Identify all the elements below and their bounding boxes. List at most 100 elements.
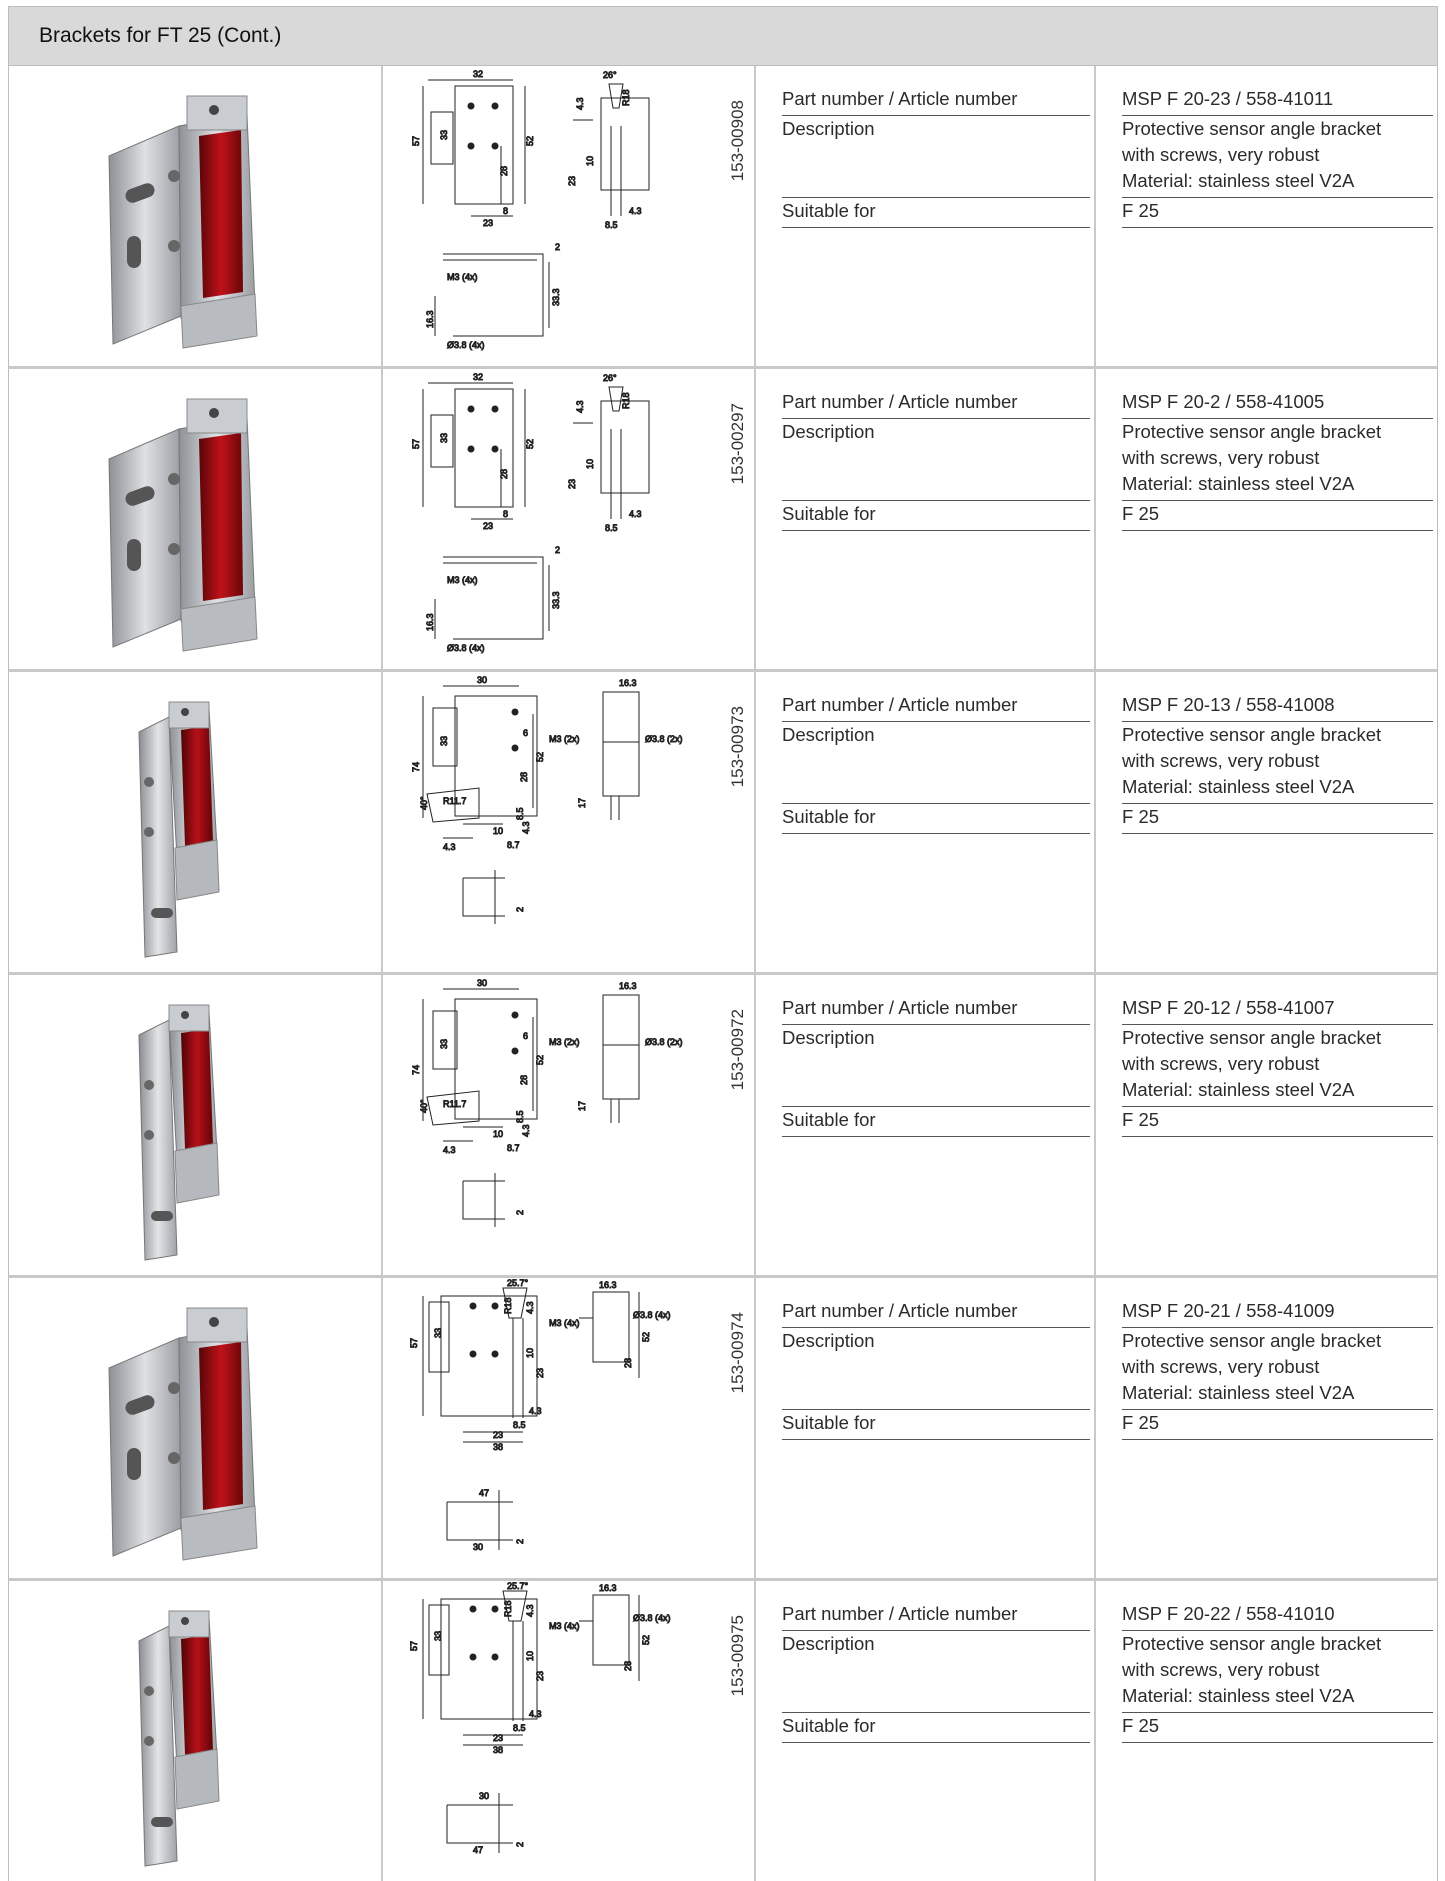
svg-text:8.5: 8.5 bbox=[513, 1723, 526, 1733]
drawing-number: 153-00973 bbox=[728, 706, 747, 788]
svg-text:33.3: 33.3 bbox=[551, 288, 561, 306]
suitable-for-value: F 25 bbox=[1122, 1410, 1433, 1440]
description-label: Description bbox=[782, 419, 1090, 501]
svg-text:4.3: 4.3 bbox=[629, 509, 642, 519]
svg-text:M3 (4x): M3 (4x) bbox=[447, 272, 478, 282]
svg-text:2: 2 bbox=[555, 545, 560, 555]
part-number-value: MSP F 20-13 / 558-41008 bbox=[1122, 692, 1433, 722]
label-cell: Part number / Article number Description… bbox=[756, 672, 1096, 972]
svg-text:Ø3.8 (4x): Ø3.8 (4x) bbox=[633, 1310, 671, 1320]
svg-text:25.7°: 25.7° bbox=[507, 1278, 529, 1288]
description-label: Description bbox=[782, 1631, 1090, 1713]
description-value: Protective sensor angle bracket with scr… bbox=[1122, 1631, 1433, 1713]
svg-text:52: 52 bbox=[641, 1332, 651, 1342]
label-cell: Part number / Article number Description… bbox=[756, 1581, 1096, 1881]
photo-cell bbox=[9, 1581, 383, 1881]
svg-text:Ø3.8 (2x): Ø3.8 (2x) bbox=[645, 734, 683, 744]
svg-text:33.3: 33.3 bbox=[551, 591, 561, 609]
value-cell: MSP F 20-23 / 558-41011 Protective senso… bbox=[1096, 66, 1437, 366]
svg-text:6: 6 bbox=[523, 728, 528, 738]
suitable-for-label: Suitable for bbox=[782, 804, 1090, 834]
part-number-value: MSP F 20-23 / 558-41011 bbox=[1122, 86, 1433, 116]
svg-text:4.3: 4.3 bbox=[521, 821, 531, 834]
svg-text:38: 38 bbox=[493, 1442, 503, 1452]
svg-text:4.3: 4.3 bbox=[575, 400, 585, 413]
svg-text:2: 2 bbox=[515, 907, 525, 912]
svg-text:10: 10 bbox=[493, 826, 503, 836]
description-line: Material: stainless steel V2A bbox=[1122, 1382, 1355, 1403]
suitable-for-value: F 25 bbox=[1122, 1107, 1433, 1137]
svg-text:28: 28 bbox=[623, 1358, 633, 1368]
svg-text:28: 28 bbox=[499, 166, 509, 176]
svg-text:M3 (2x): M3 (2x) bbox=[549, 1037, 580, 1047]
svg-text:M3 (4x): M3 (4x) bbox=[447, 575, 478, 585]
svg-text:26°: 26° bbox=[603, 70, 617, 80]
svg-text:33: 33 bbox=[433, 1631, 443, 1641]
part-number-value: MSP F 20-21 / 558-41009 bbox=[1122, 1298, 1433, 1328]
svg-text:8.5: 8.5 bbox=[515, 807, 525, 820]
bracket-photo bbox=[138, 1610, 220, 1867]
part-number-label: Part number / Article number bbox=[782, 995, 1090, 1025]
svg-text:23: 23 bbox=[493, 1430, 503, 1440]
svg-text:4.3: 4.3 bbox=[525, 1301, 535, 1314]
svg-text:17: 17 bbox=[577, 1101, 587, 1111]
svg-text:8.7: 8.7 bbox=[507, 840, 520, 850]
svg-text:74: 74 bbox=[411, 1065, 421, 1075]
svg-text:M3 (4x): M3 (4x) bbox=[549, 1621, 580, 1631]
svg-text:30: 30 bbox=[477, 675, 487, 685]
part-number-label: Part number / Article number bbox=[782, 1298, 1090, 1328]
svg-text:2: 2 bbox=[515, 1210, 525, 1215]
description-line: Material: stainless steel V2A bbox=[1122, 1685, 1355, 1706]
svg-text:30: 30 bbox=[477, 978, 487, 988]
svg-text:57: 57 bbox=[411, 439, 421, 449]
svg-text:4.3: 4.3 bbox=[443, 842, 456, 852]
value-cell: MSP F 20-2 / 558-41005 Protective sensor… bbox=[1096, 369, 1437, 669]
suitable-for-label: Suitable for bbox=[782, 1107, 1090, 1137]
value-cell: MSP F 20-22 / 558-41010 Protective senso… bbox=[1096, 1581, 1437, 1881]
description-value: Protective sensor angle bracket with scr… bbox=[1122, 1025, 1433, 1107]
svg-text:23: 23 bbox=[535, 1671, 545, 1681]
svg-text:4.3: 4.3 bbox=[575, 97, 585, 110]
part-number-label: Part number / Article number bbox=[782, 1601, 1090, 1631]
photo-cell bbox=[9, 672, 383, 972]
description-line: with screws, very robust bbox=[1122, 750, 1320, 771]
label-cell: Part number / Article number Description… bbox=[756, 66, 1096, 366]
svg-text:23: 23 bbox=[483, 521, 493, 531]
value-cell: MSP F 20-13 / 558-41008 Protective senso… bbox=[1096, 672, 1437, 972]
svg-text:17: 17 bbox=[577, 798, 587, 808]
description-value: Protective sensor angle bracket with scr… bbox=[1122, 116, 1433, 198]
table-header: Brackets for FT 25 (Cont.) bbox=[8, 6, 1438, 66]
photo-cell bbox=[9, 369, 383, 669]
catalog-page: Brackets for FT 25 (Cont.) bbox=[8, 6, 1438, 1881]
svg-text:38: 38 bbox=[493, 1745, 503, 1755]
svg-text:47: 47 bbox=[473, 1845, 483, 1855]
svg-text:16.3: 16.3 bbox=[599, 1583, 617, 1593]
part-number-value: MSP F 20-22 / 558-41010 bbox=[1122, 1601, 1433, 1631]
svg-text:23: 23 bbox=[567, 479, 577, 489]
svg-text:16.3: 16.3 bbox=[599, 1280, 617, 1290]
svg-text:47: 47 bbox=[479, 1488, 489, 1498]
svg-text:Ø3.8 (4x): Ø3.8 (4x) bbox=[447, 643, 485, 653]
svg-text:57: 57 bbox=[411, 136, 421, 146]
svg-text:R11.7: R11.7 bbox=[443, 796, 466, 806]
description-line: Protective sensor angle bracket bbox=[1122, 1633, 1382, 1654]
description-value: Protective sensor angle bracket with scr… bbox=[1122, 419, 1433, 501]
svg-text:52: 52 bbox=[535, 1055, 545, 1065]
description-value: Protective sensor angle bracket with scr… bbox=[1122, 722, 1433, 804]
svg-text:M3 (4x): M3 (4x) bbox=[549, 1318, 580, 1328]
svg-text:8.7: 8.7 bbox=[507, 1143, 520, 1153]
svg-text:23: 23 bbox=[567, 176, 577, 186]
suitable-for-value: F 25 bbox=[1122, 1713, 1433, 1743]
part-number-label: Part number / Article number bbox=[782, 86, 1090, 116]
suitable-for-label: Suitable for bbox=[782, 501, 1090, 531]
description-line: with screws, very robust bbox=[1122, 144, 1320, 165]
svg-text:33: 33 bbox=[439, 1039, 449, 1049]
